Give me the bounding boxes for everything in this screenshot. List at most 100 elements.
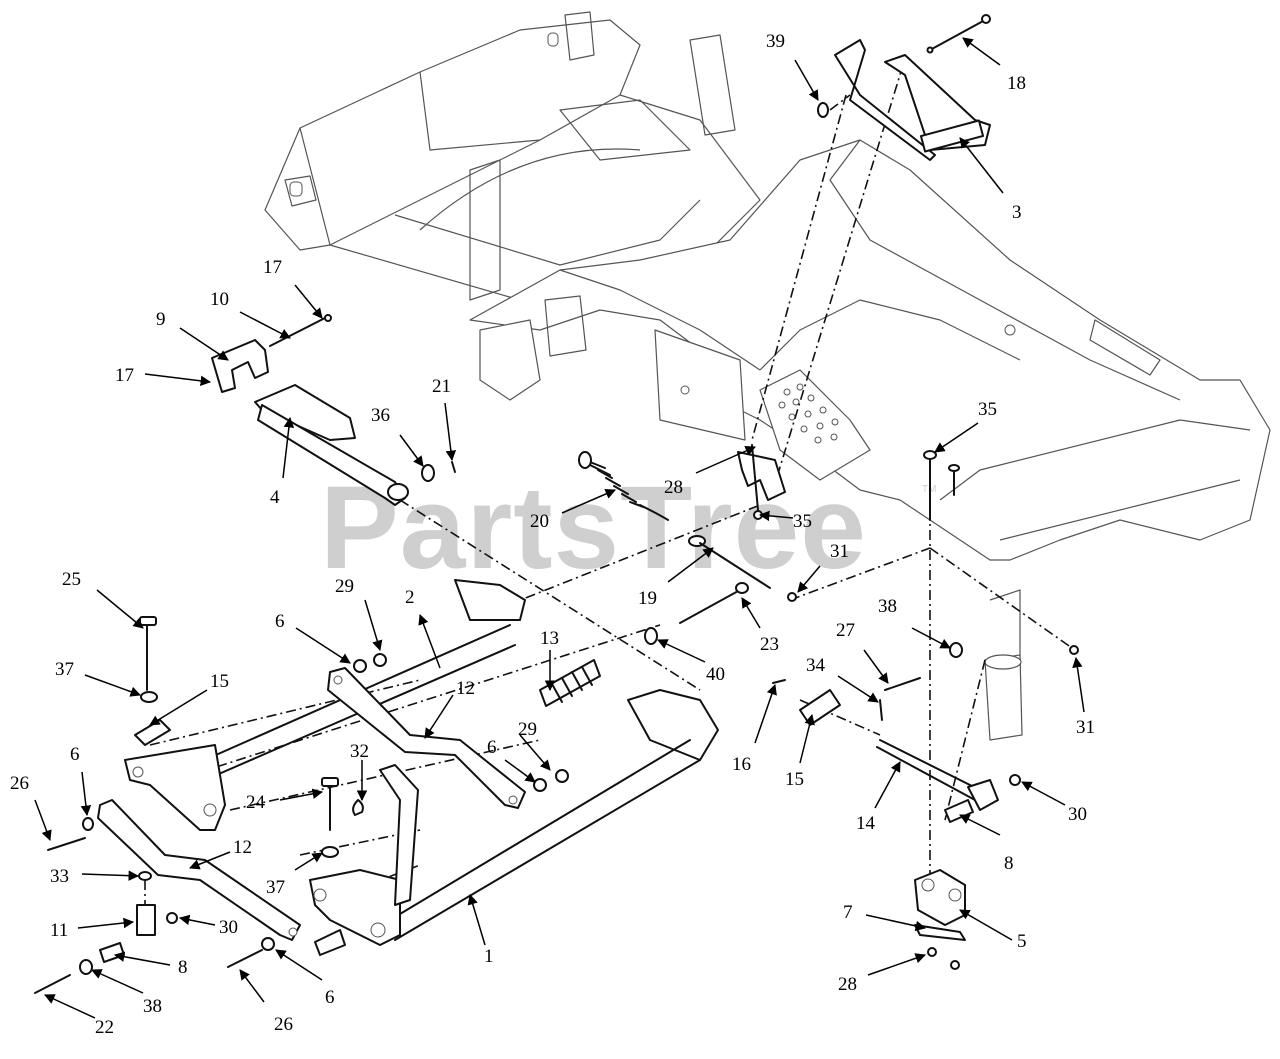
svg-text:30: 30 [219, 917, 238, 938]
callout-35a: 35 [934, 399, 997, 453]
svg-text:17: 17 [263, 257, 282, 278]
callout-21: 21 [432, 376, 457, 462]
assembly-centerlines [144, 64, 1073, 906]
callout-6b: 6 [70, 744, 92, 817]
callout-12a: 12 [424, 678, 475, 739]
callout-39: 39 [766, 31, 819, 101]
parts [34, 14, 1079, 994]
svg-text:26: 26 [10, 773, 29, 794]
callout-5: 5 [959, 909, 1027, 952]
svg-text:31: 31 [1076, 717, 1095, 738]
callout-37a: 37 [55, 659, 141, 697]
svg-text:39: 39 [766, 31, 785, 52]
callout-15a: 15 [149, 671, 229, 726]
callout-14: 14 [856, 761, 901, 834]
callout-18: 18 [962, 37, 1026, 94]
callouts: 1 2 3 4 5 6 6 6 6 7 8 8 9 10 11 12 12 13… [10, 31, 1095, 1038]
svg-text:28: 28 [838, 974, 857, 995]
callout-28a: 28 [664, 446, 756, 498]
callout-32: 32 [350, 741, 369, 802]
svg-text:31: 31 [830, 541, 849, 562]
svg-text:12: 12 [233, 837, 252, 858]
callout-23: 23 [741, 597, 779, 655]
callout-26a: 26 [239, 969, 293, 1035]
svg-text:37: 37 [266, 877, 285, 898]
svg-text:1: 1 [484, 946, 494, 967]
callout-38a: 38 [91, 969, 162, 1017]
callout-30b: 30 [1021, 781, 1087, 825]
callout-37b: 37 [266, 852, 323, 898]
svg-text:22: 22 [95, 1017, 114, 1038]
svg-text:7: 7 [843, 902, 853, 923]
svg-text:10: 10 [210, 289, 229, 310]
callout-8b: 8 [959, 814, 1014, 874]
svg-text:8: 8 [178, 957, 188, 978]
svg-text:36: 36 [371, 405, 390, 426]
svg-text:38: 38 [878, 596, 897, 617]
callout-29a: 29 [335, 576, 383, 652]
callout-3: 3 [959, 137, 1022, 223]
callout-7: 7 [843, 902, 927, 932]
callout-4: 4 [270, 416, 295, 508]
svg-text:14: 14 [856, 813, 876, 834]
callout-27: 27 [836, 620, 889, 684]
svg-text:38: 38 [143, 996, 162, 1017]
svg-text:35: 35 [978, 399, 997, 420]
callout-24: 24 [246, 788, 324, 813]
callout-12b: 12 [189, 837, 252, 870]
svg-text:6: 6 [325, 987, 335, 1008]
svg-text:29: 29 [518, 719, 537, 740]
callout-17a: 17 [263, 257, 323, 319]
callout-1: 1 [467, 893, 494, 967]
svg-text:29: 29 [335, 576, 354, 597]
svg-text:21: 21 [432, 376, 451, 397]
callout-40: 40 [657, 639, 725, 685]
callout-28b: 28 [838, 953, 926, 995]
svg-text:3: 3 [1012, 202, 1022, 223]
callout-13: 13 [540, 628, 559, 692]
svg-text:23: 23 [760, 634, 779, 655]
mower-frame [264, 11, 1271, 741]
svg-text:35: 35 [793, 511, 812, 532]
svg-text:12: 12 [456, 678, 475, 699]
svg-text:8: 8 [1004, 853, 1014, 874]
svg-text:19: 19 [638, 588, 657, 609]
callout-8a: 8 [113, 951, 188, 978]
svg-text:9: 9 [156, 309, 166, 330]
callout-10: 10 [210, 289, 291, 339]
callout-31b: 31 [1072, 656, 1095, 738]
callout-6d: 6 [275, 949, 335, 1008]
svg-text:15: 15 [210, 671, 229, 692]
callout-9: 9 [156, 309, 229, 361]
callout-35b: 35 [758, 510, 812, 532]
svg-text:11: 11 [50, 920, 68, 941]
svg-text:4: 4 [270, 487, 280, 508]
svg-text:2: 2 [405, 587, 415, 608]
callout-15b: 15 [785, 713, 815, 790]
footplate-holes [778, 383, 839, 444]
svg-text:28: 28 [664, 477, 683, 498]
callout-17b: 17 [115, 365, 212, 387]
svg-text:13: 13 [540, 628, 559, 649]
callout-16: 16 [732, 684, 777, 775]
svg-text:34: 34 [806, 655, 826, 676]
svg-text:18: 18 [1007, 73, 1026, 94]
svg-text:37: 37 [55, 659, 74, 680]
callout-22: 22 [44, 994, 114, 1038]
svg-text:26: 26 [274, 1014, 293, 1035]
callout-11: 11 [50, 917, 135, 941]
callout-34: 34 [806, 655, 879, 703]
svg-text:30: 30 [1068, 804, 1087, 825]
callout-38b: 38 [878, 596, 951, 649]
svg-text:6: 6 [70, 744, 80, 765]
callout-2: 2 [405, 587, 441, 669]
callout-31a: 31 [797, 541, 849, 593]
partstree-watermark: PartsTree TM [320, 462, 936, 594]
svg-text:5: 5 [1017, 931, 1027, 952]
svg-text:32: 32 [350, 741, 369, 762]
callout-6c: 6 [487, 737, 536, 783]
svg-text:40: 40 [706, 664, 725, 685]
svg-text:PartsTree: PartsTree [320, 462, 867, 594]
callout-26b: 26 [10, 773, 52, 841]
